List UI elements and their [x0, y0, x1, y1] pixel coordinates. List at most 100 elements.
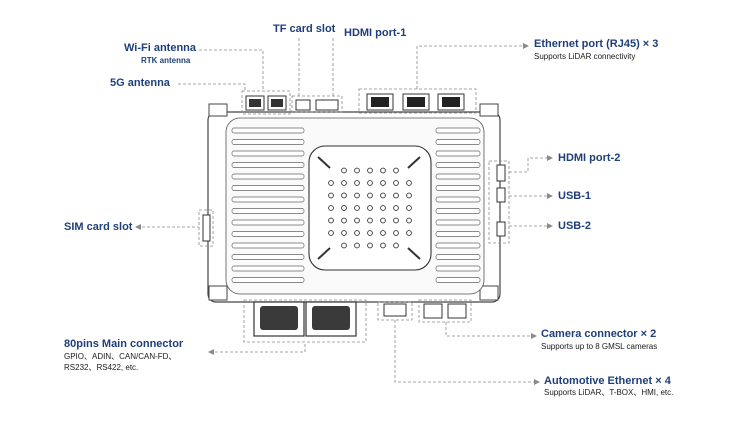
label-usb-2: USB-2	[558, 220, 592, 232]
arrow-eth	[523, 43, 529, 49]
vent-holes	[328, 167, 412, 249]
vent-hole	[328, 217, 334, 224]
vent-hole	[393, 242, 399, 249]
label-usb-1: USB-1	[558, 190, 592, 202]
main-connector-right	[305, 301, 357, 337]
cooling-fin	[231, 254, 305, 260]
vent-hole	[354, 167, 360, 174]
mount-ear-bottom-right	[479, 285, 499, 301]
pad-slot-tr	[407, 156, 421, 169]
cooling-fin	[435, 162, 481, 168]
vent-hole	[406, 217, 412, 224]
vent-hole	[341, 180, 347, 186]
vent-hole	[393, 192, 399, 199]
vent-hole	[380, 230, 386, 236]
cooling-fin	[231, 219, 305, 226]
cooling-fins	[231, 127, 481, 283]
vent-hole	[406, 230, 412, 236]
label-ethernet-sub: Supports LiDAR connectivity	[534, 52, 636, 61]
vent-hole	[380, 192, 386, 199]
rj45-port-1	[366, 93, 394, 111]
vent-hole	[406, 192, 412, 199]
pad-slot-bl	[317, 247, 331, 260]
mount-ear-top-right	[479, 103, 499, 117]
leader-wifi	[199, 49, 264, 91]
vent-hole	[354, 192, 360, 199]
cooling-fin	[231, 139, 305, 145]
cooling-fin	[231, 265, 305, 272]
vent-hole	[393, 230, 399, 236]
main-connector-left	[253, 301, 305, 337]
label-wifi-antenna: Wi-Fi antenna	[124, 42, 197, 54]
vent-hole	[406, 205, 412, 211]
label-tf-card-slot: TF card slot	[273, 23, 336, 35]
arrow-autoeth	[534, 379, 540, 385]
vent-hole	[341, 242, 347, 249]
cooling-fin	[435, 208, 481, 214]
cooling-fin	[231, 196, 305, 203]
cooling-fin	[435, 231, 481, 237]
cooling-fin	[435, 173, 481, 180]
cooling-fin	[231, 231, 305, 237]
label-main-connector: 80pins Main connector	[64, 338, 184, 350]
arrow-usb2	[547, 223, 553, 229]
vent-hole	[367, 192, 373, 199]
vent-hole	[393, 167, 399, 174]
vent-hole	[393, 205, 399, 211]
cooling-fin	[231, 208, 305, 214]
cooling-fin	[435, 242, 481, 249]
vent-hole	[367, 167, 373, 174]
cooling-fin	[231, 162, 305, 168]
vent-hole	[354, 205, 360, 211]
mount-ear-top-left	[208, 103, 228, 117]
arrow-hdmi2	[547, 155, 553, 161]
vent-hole	[367, 230, 373, 236]
vent-hole	[406, 180, 412, 186]
cooling-fin	[435, 139, 481, 145]
vent-hole	[354, 180, 360, 186]
leader-5g	[178, 83, 246, 91]
vent-hole	[354, 217, 360, 224]
vent-hole	[367, 242, 373, 249]
vent-hole	[367, 180, 373, 186]
right-ports-frame	[488, 160, 510, 244]
label-ethernet-port: Ethernet port (RJ45) × 3	[534, 38, 659, 50]
camera-frame	[418, 299, 472, 323]
camera-connector-1	[423, 303, 443, 319]
vent-hole	[341, 217, 347, 224]
usb-port-1	[496, 187, 506, 203]
rj45-port-2	[402, 93, 430, 111]
hdmi-port-1	[315, 99, 339, 111]
arrow-sim	[135, 224, 141, 230]
cooling-fin	[231, 242, 305, 249]
arrow-main	[208, 349, 214, 355]
vent-hole	[328, 230, 334, 236]
sim-card-slot	[202, 214, 211, 242]
vent-hole	[328, 192, 334, 199]
vent-hole	[380, 217, 386, 224]
vent-hole	[341, 230, 347, 236]
antenna-connector-1	[245, 95, 265, 111]
cooling-fin	[231, 127, 305, 134]
vent-hole	[380, 205, 386, 211]
cooling-fin	[435, 254, 481, 260]
vent-hole	[393, 180, 399, 186]
cooling-fin	[435, 196, 481, 203]
antenna-connector-2	[267, 95, 287, 111]
vent-hole	[380, 167, 386, 174]
ethernet-frame	[358, 88, 477, 114]
leader-hdmi2	[509, 157, 551, 173]
vent-hole	[341, 205, 347, 211]
cooling-fin	[231, 173, 305, 180]
cooling-fin	[435, 277, 481, 283]
vent-hole	[393, 217, 399, 224]
label-camera-connector: Camera connector × 2	[541, 328, 657, 340]
vent-hole	[354, 230, 360, 236]
label-main-connector-sub2: RS232、RS422, etc.	[64, 363, 139, 372]
tf-hdmi-frame	[291, 95, 343, 113]
vent-hole	[328, 180, 334, 186]
hdmi-port-2	[496, 164, 506, 182]
mount-ear-bottom-left	[208, 285, 228, 301]
cooling-fin	[435, 127, 481, 134]
